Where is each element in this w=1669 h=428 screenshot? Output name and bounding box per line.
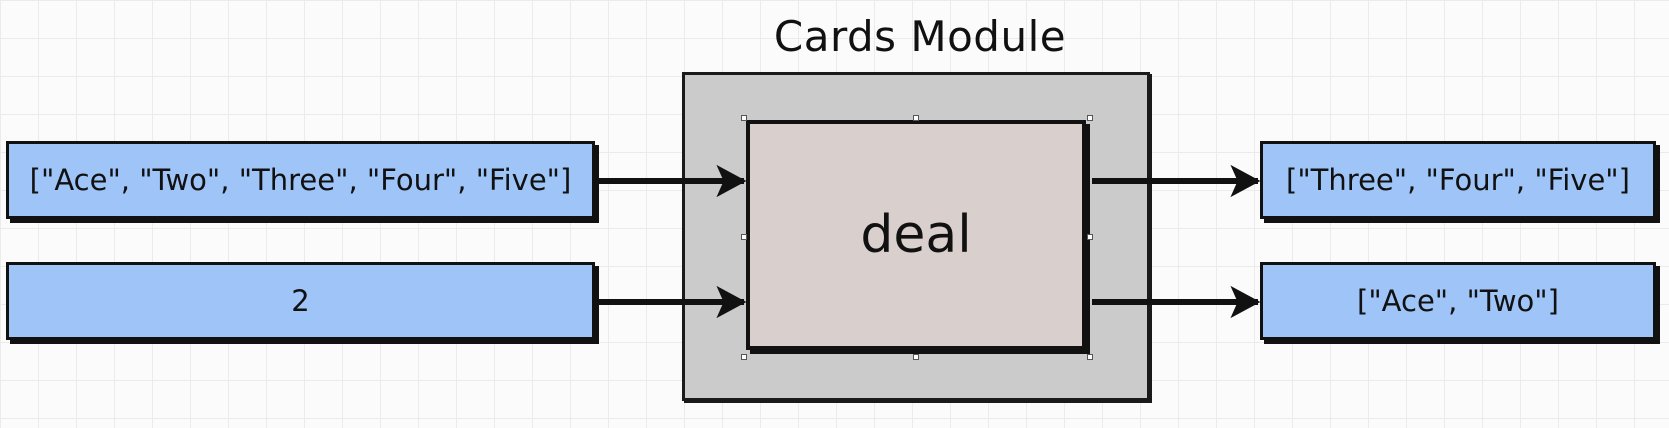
selection-handle-bottom-left[interactable] <box>741 354 747 360</box>
input-handsize-box[interactable]: 2 <box>6 262 595 340</box>
output-remaining-cards-label: ["Three", "Four", "Five"] <box>1286 163 1630 197</box>
input-cards-label: ["Ace", "Two", "Three", "Four", "Five"] <box>29 163 572 197</box>
selection-handle-top-center[interactable] <box>913 115 919 121</box>
input-handsize-label: 2 <box>291 284 310 318</box>
output-hand-box[interactable]: ["Ace", "Two"] <box>1260 262 1656 340</box>
selection-handle-middle-left[interactable] <box>741 234 747 240</box>
deal-function-box[interactable]: deal <box>746 120 1086 350</box>
selection-handle-bottom-center[interactable] <box>913 354 919 360</box>
output-remaining-cards-box[interactable]: ["Three", "Four", "Five"] <box>1260 141 1656 219</box>
output-hand-label: ["Ace", "Two"] <box>1357 284 1559 318</box>
selection-handle-bottom-right[interactable] <box>1087 354 1093 360</box>
selection-handle-middle-right[interactable] <box>1087 234 1093 240</box>
selection-handle-top-right[interactable] <box>1087 115 1093 121</box>
module-title: Cards Module <box>773 11 1067 61</box>
function-name: deal <box>860 205 972 265</box>
input-cards-box[interactable]: ["Ace", "Two", "Three", "Four", "Five"] <box>6 141 595 219</box>
selection-handle-top-left[interactable] <box>741 115 747 121</box>
